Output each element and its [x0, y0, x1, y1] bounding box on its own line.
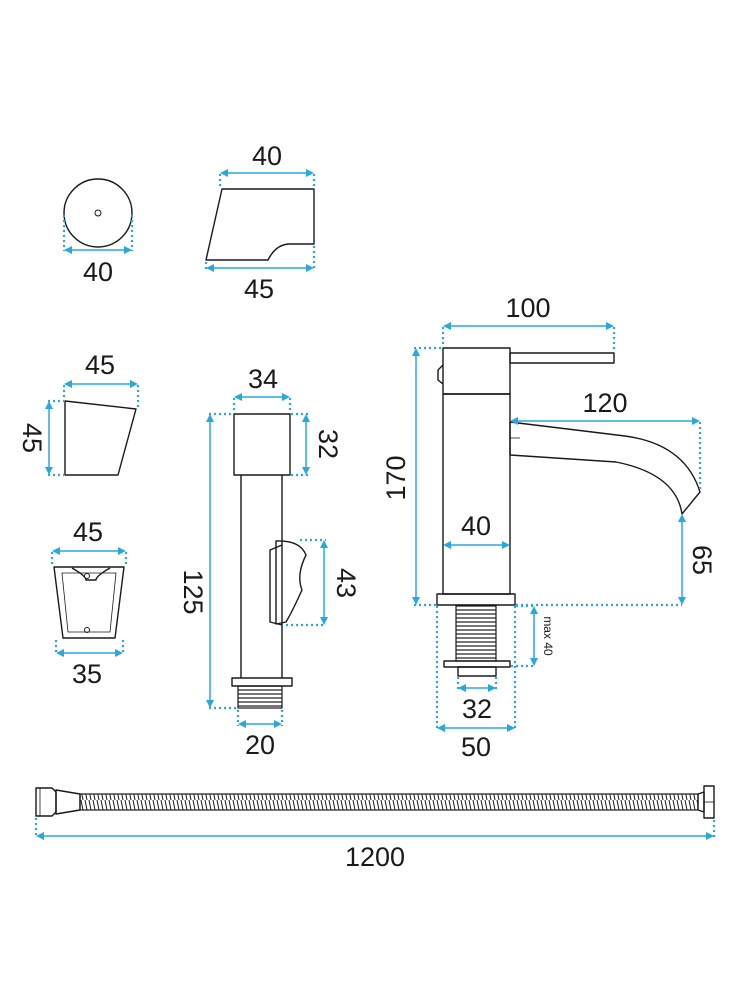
clip-outline	[64, 400, 137, 476]
hose-length-arrow-right	[706, 832, 714, 840]
shower-total-height-arrow-bottom	[206, 700, 214, 708]
hose-view: 1200	[34, 785, 716, 872]
tap-body-width-arrow-right	[502, 541, 510, 549]
clip-height-label: 45	[17, 423, 47, 453]
hose-sleeve-right	[697, 791, 705, 813]
tap-max-arrow-bottom	[530, 658, 538, 666]
tap-body-width-arrow-left	[443, 541, 451, 549]
tap-spout	[509, 421, 701, 515]
holder-inner	[61, 572, 117, 633]
shower-thread-width-label: 20	[245, 730, 275, 760]
handle-top-arrow-left	[220, 169, 228, 177]
clip-height-arrow-bottom	[45, 467, 53, 475]
holder-outline	[53, 566, 125, 639]
tap-shank-label: 32	[462, 694, 492, 724]
tap-lever-arrow-left	[443, 322, 451, 330]
holder-bottom-label: 35	[72, 659, 102, 689]
tap-spout-height-arrow-bottom	[678, 597, 686, 605]
handle-view: 40 45	[204, 141, 316, 304]
tap-base-arrow-left	[437, 724, 445, 732]
tap-shank-arrow-left	[458, 684, 466, 692]
hose-sleeve-left	[55, 789, 81, 815]
hose-nut-left	[35, 787, 57, 817]
holder-top-arrow-right	[118, 547, 126, 555]
tap-shank	[455, 604, 497, 662]
tap-spout-label: 120	[582, 388, 627, 418]
mixer-tap-view: 100 120 170 40 65 max 40	[381, 293, 717, 762]
holder-bottom-arrow-right	[115, 649, 123, 657]
tap-lever-label: 100	[505, 293, 550, 323]
holder-screw-top	[84, 573, 90, 579]
handle-outline	[205, 188, 315, 261]
shower-head-width-arrow-left	[234, 393, 242, 401]
shower-total-height-label: 125	[178, 569, 208, 614]
handle-bottom-arrow-left	[206, 264, 214, 272]
tap-height-label: 170	[381, 455, 411, 500]
tap-spout-height-arrow-top	[678, 514, 686, 522]
shower-thread	[237, 685, 283, 709]
handle-top-label: 40	[252, 141, 282, 171]
shower-head-width-arrow-right	[282, 393, 290, 401]
tap-lever	[509, 352, 615, 364]
cap-circle	[63, 178, 133, 248]
shower-button-height-arrow-bottom	[320, 617, 328, 625]
cap-view: 40	[62, 178, 134, 287]
tap-spout-arrow-left	[510, 417, 518, 425]
tap-base	[436, 593, 516, 606]
shower-button	[275, 540, 307, 625]
shower-total-height-arrow-top	[206, 414, 214, 422]
tap-body	[442, 393, 511, 595]
shower-head-height-arrow-top	[302, 414, 310, 422]
shower-thread-arrow-right	[274, 720, 282, 728]
tap-nut-washer	[443, 660, 511, 668]
shower-button-height-label: 43	[331, 568, 361, 598]
hose-length-arrow-left	[36, 832, 44, 840]
clip-top-arrow-right	[130, 380, 138, 388]
cap-diameter-label: 40	[83, 257, 113, 287]
tap-max-label: max 40	[541, 616, 555, 656]
hose-body	[79, 793, 699, 811]
shower-head-height-arrow-bottom	[302, 467, 310, 475]
cap-arrow-right	[124, 246, 132, 254]
tap-height-arrow-bottom	[412, 597, 420, 605]
tap-max-arrow-top	[530, 606, 538, 614]
holder-screw-bottom	[84, 627, 90, 633]
holder-top-arrow-left	[52, 547, 60, 555]
holder-view: 45 35	[50, 517, 128, 689]
handle-bottom-arrow-right	[306, 264, 314, 272]
tap-base-label: 50	[461, 732, 491, 762]
shower-head-width-label: 34	[248, 364, 278, 394]
clip-height-arrow-top	[45, 401, 53, 409]
cap-arrow-left	[64, 246, 72, 254]
hose-nut-right	[703, 785, 715, 819]
holder-top-label: 45	[73, 517, 103, 547]
tap-lever-arrow-right	[606, 322, 614, 330]
clip-view: 45 45	[17, 350, 140, 477]
holder-bottom-arrow-left	[56, 649, 64, 657]
holder-top-notch	[71, 567, 111, 581]
tap-body-width-label: 40	[461, 511, 491, 541]
hand-shower-view: 34 32 125 43 20	[178, 364, 361, 760]
clip-top-label: 45	[85, 350, 115, 380]
shower-collar	[231, 677, 293, 687]
shower-button-height-arrow-top	[320, 540, 328, 548]
hose-length-label: 1200	[345, 842, 405, 872]
tap-spout-arrow-right	[692, 417, 700, 425]
tap-spout-height-label: 65	[687, 545, 717, 575]
clip-top-arrow-left	[64, 380, 72, 388]
shower-head-block	[233, 413, 291, 476]
handle-top-arrow-right	[306, 169, 314, 177]
tap-height-arrow-top	[412, 348, 420, 356]
shower-head-height-label: 32	[313, 429, 343, 459]
tap-base-arrow-right	[507, 724, 515, 732]
tap-nut	[457, 666, 497, 677]
handle-bottom-label: 45	[244, 274, 274, 304]
tap-cartridge	[442, 347, 511, 395]
cap-center-hole	[94, 209, 102, 217]
shower-thread-arrow-left	[238, 720, 246, 728]
tap-cartridge-notch	[437, 364, 444, 385]
tap-shank-arrow-right	[488, 684, 496, 692]
